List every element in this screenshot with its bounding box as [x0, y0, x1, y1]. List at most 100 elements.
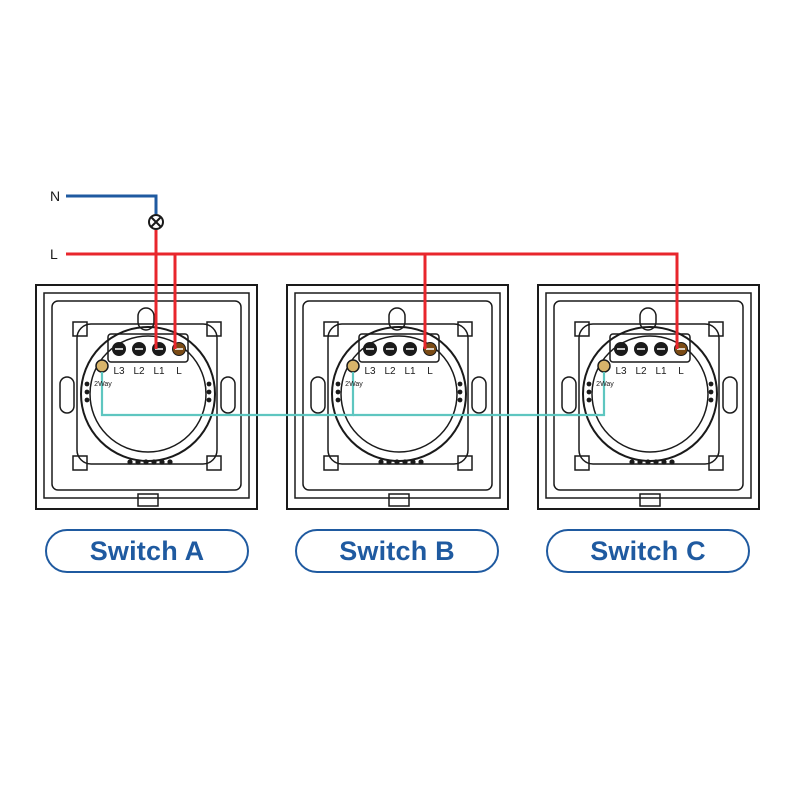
lamp-cross: [150, 216, 162, 228]
bottom-pin: [151, 459, 157, 465]
corner-bracket: [457, 321, 473, 337]
neutral-label: N: [50, 188, 60, 204]
bottom-clip: [137, 493, 159, 507]
terminal-label: L: [176, 366, 182, 377]
panel-frame: [286, 284, 509, 510]
twoway-terminal: [95, 359, 109, 373]
twoway-terminal: [597, 359, 611, 373]
switch-a-label: Switch A: [89, 535, 205, 566]
side-pin: [335, 381, 341, 387]
panel-inner-frame: [294, 292, 501, 499]
side-pin: [206, 397, 212, 403]
terminal-label: L1: [655, 366, 667, 377]
twoway-label: 2Way: [94, 381, 112, 388]
switch-b-label-button[interactable]: Switch B: [295, 529, 499, 573]
module-inner-ring: [89, 335, 207, 453]
left-screw-slot: [59, 376, 75, 414]
side-pin: [457, 381, 463, 387]
terminal-block: [107, 333, 189, 363]
terminal-label: L1: [153, 366, 165, 377]
wiring: [66, 194, 679, 417]
corner-bracket: [323, 455, 339, 471]
neutral-wire: [66, 194, 158, 214]
bottom-clip: [388, 493, 410, 507]
bottom-clip: [639, 493, 661, 507]
side-pin: [708, 389, 714, 395]
panel-mount-frame: [51, 300, 242, 491]
right-screw-slot: [220, 376, 236, 414]
side-pin: [335, 397, 341, 403]
switch-panels: [35, 284, 760, 510]
terminal-label: L2: [133, 366, 145, 377]
terminal-block: [609, 333, 691, 363]
corner-bracket: [206, 321, 222, 337]
top-slot: [388, 307, 406, 331]
twoway-wire-ab: [100, 372, 355, 417]
twoway-terminal: [346, 359, 360, 373]
bottom-pin: [669, 459, 675, 465]
panel-inner-frame: [545, 292, 752, 499]
top-slot: [639, 307, 657, 331]
switch-a-label-button[interactable]: Switch A: [45, 529, 249, 573]
terminal-label: L2: [384, 366, 396, 377]
bottom-pin: [402, 459, 408, 465]
bottom-pin: [127, 459, 133, 465]
bottom-pin: [410, 459, 416, 465]
switch-panel: [286, 284, 509, 510]
side-pin: [457, 397, 463, 403]
module-inner-ring: [591, 335, 709, 453]
terminal-label: L1: [404, 366, 416, 377]
live-label: L: [50, 246, 58, 262]
live-wire: [66, 252, 679, 349]
side-pin: [708, 381, 714, 387]
terminal-label: L2: [635, 366, 647, 377]
terminal-label: L3: [113, 366, 125, 377]
right-screw-slot: [471, 376, 487, 414]
terminal-block: [358, 333, 440, 363]
side-pin: [586, 389, 592, 395]
side-pin: [586, 381, 592, 387]
bottom-pin: [378, 459, 384, 465]
panel-inner-frame: [43, 292, 250, 499]
switch-c-label: Switch C: [590, 535, 706, 566]
switch-panel: [537, 284, 760, 510]
switch-c-label-button[interactable]: Switch C: [546, 529, 750, 573]
bottom-pin: [645, 459, 651, 465]
top-slot: [137, 307, 155, 331]
side-pin: [206, 381, 212, 387]
bottom-pin: [394, 459, 400, 465]
corner-bracket: [72, 455, 88, 471]
side-pin: [84, 397, 90, 403]
terminal-label: L: [427, 366, 433, 377]
terminal-label: L: [678, 366, 684, 377]
corner-bracket: [206, 455, 222, 471]
left-screw-slot: [561, 376, 577, 414]
switch-b-label: Switch B: [339, 535, 455, 566]
panel-frame: [537, 284, 760, 510]
corner-bracket: [457, 455, 473, 471]
panel-frame: [35, 284, 258, 510]
side-pin: [206, 389, 212, 395]
side-pin: [586, 397, 592, 403]
panel-mount-frame: [302, 300, 493, 491]
switch-panel: [35, 284, 258, 510]
side-pin: [457, 389, 463, 395]
twoway-wire-bc: [353, 372, 606, 417]
module-body: [76, 323, 218, 465]
corner-bracket: [574, 455, 590, 471]
bottom-pin: [135, 459, 141, 465]
module-body: [578, 323, 720, 465]
side-pin: [708, 397, 714, 403]
twoway-label: 2Way: [596, 381, 614, 388]
bottom-pin: [167, 459, 173, 465]
terminal-label: L3: [364, 366, 376, 377]
bottom-pin: [653, 459, 659, 465]
module-inner-ring: [340, 335, 458, 453]
panel-mount-frame: [553, 300, 744, 491]
side-pin: [335, 389, 341, 395]
bottom-pin: [637, 459, 643, 465]
corner-bracket: [708, 455, 724, 471]
right-screw-slot: [722, 376, 738, 414]
